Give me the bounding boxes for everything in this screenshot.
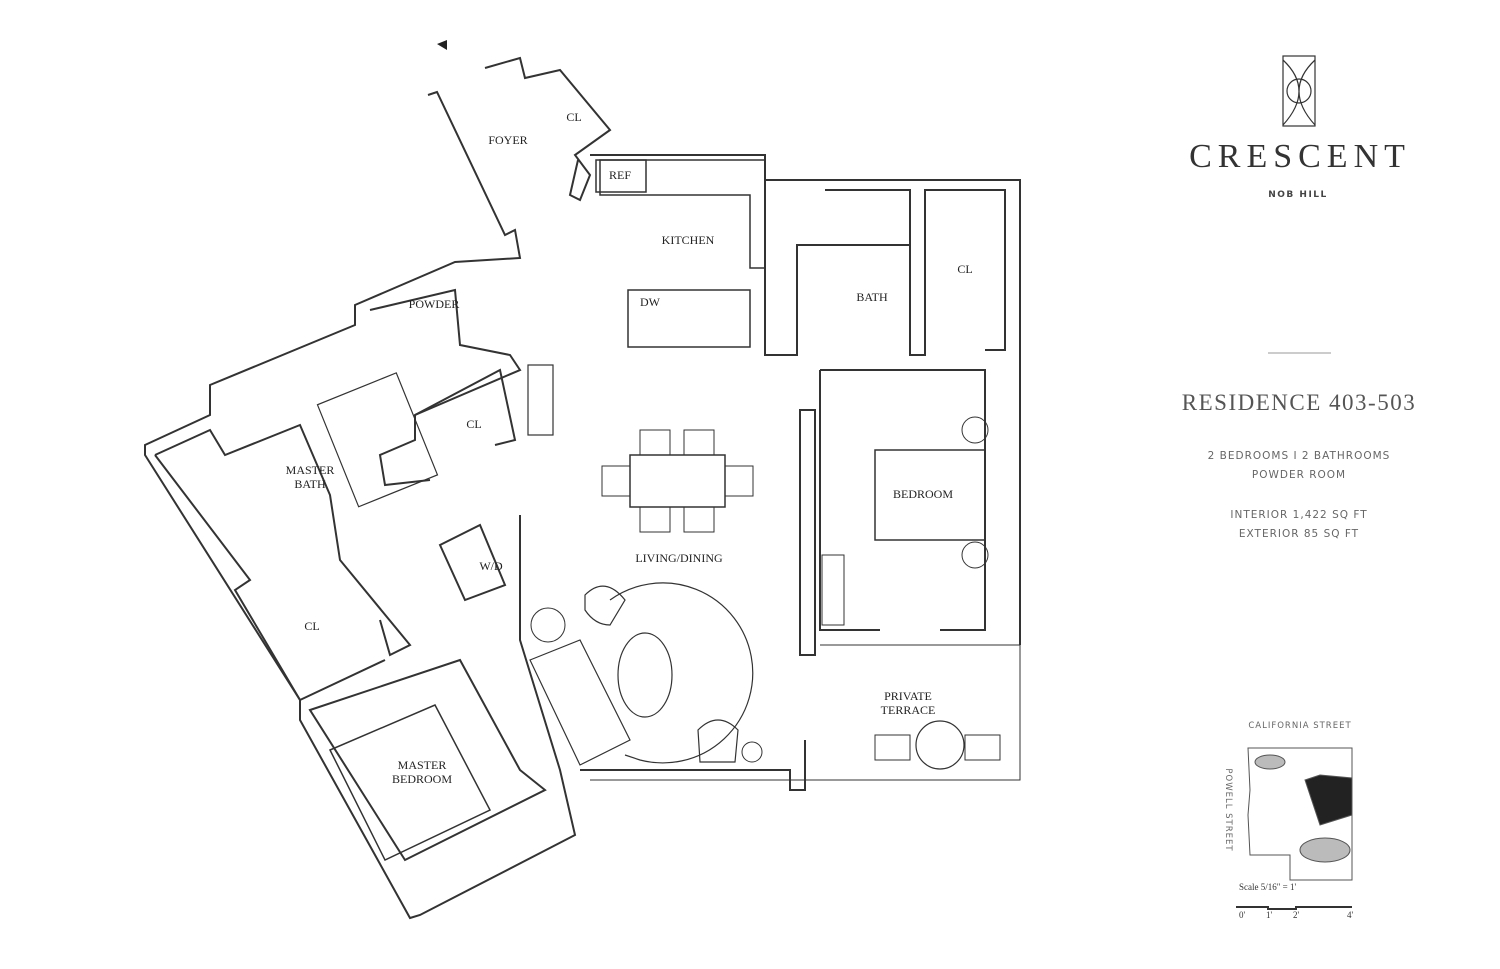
interior-wall bbox=[154, 454, 386, 702]
room-master-closet: CL bbox=[304, 619, 320, 633]
dining-table bbox=[629, 454, 726, 508]
room-dw: DW bbox=[640, 295, 660, 309]
master-bed bbox=[328, 704, 492, 861]
room-wd: W/D bbox=[479, 559, 503, 573]
interior-wall bbox=[414, 368, 517, 446]
scale-tick: 0' bbox=[1239, 910, 1246, 920]
room-master-bath: MASTER BATH bbox=[285, 463, 335, 491]
room-powder: POWDER bbox=[408, 297, 460, 311]
exterior-wall bbox=[580, 740, 806, 791]
street-top: CALIFORNIA STREET bbox=[1248, 721, 1352, 731]
street-left: POWELL STREET bbox=[1223, 768, 1233, 852]
area-line: EXTERIOR 85 SQ FT bbox=[1238, 528, 1360, 540]
entry-arrow-icon bbox=[437, 40, 447, 50]
terrace-edge bbox=[590, 644, 1021, 781]
brand-name: CRESCENT bbox=[1189, 138, 1411, 175]
scale-tick: 4' bbox=[1347, 910, 1354, 920]
bathtub bbox=[316, 372, 439, 508]
bed bbox=[874, 449, 986, 541]
room-kitchen: KITCHEN bbox=[661, 233, 715, 247]
interior-wall bbox=[369, 288, 522, 487]
residence-areas: INTERIOR 1,422 SQ FT EXTERIOR 85 SQ FT bbox=[1230, 506, 1367, 544]
kitchen-island bbox=[627, 289, 751, 348]
room-bedroom: BEDROOM bbox=[892, 487, 954, 501]
exterior-wall bbox=[144, 90, 577, 920]
exterior-wall bbox=[484, 56, 612, 202]
interior-wall bbox=[308, 658, 547, 862]
interior-wall bbox=[819, 370, 880, 631]
spec-line: POWDER ROOM bbox=[1251, 469, 1347, 481]
coffee-table bbox=[617, 632, 673, 718]
room-ref: REF bbox=[608, 168, 632, 182]
interior-wall bbox=[154, 423, 412, 657]
interior-wall bbox=[825, 189, 1006, 356]
interior-wall bbox=[764, 180, 910, 356]
room-terrace: PRIVATE TERRACE bbox=[880, 689, 936, 717]
interior-wall bbox=[799, 409, 816, 656]
room-bath-closet: CL bbox=[957, 262, 973, 276]
interior-wall bbox=[438, 523, 507, 602]
room-foyer: FOYER bbox=[488, 133, 528, 147]
area-line: INTERIOR 1,422 SQ FT bbox=[1230, 509, 1368, 521]
scale-tick: 1' bbox=[1266, 910, 1273, 920]
sofa bbox=[529, 639, 631, 766]
brand-subtitle: NOB HILL bbox=[1268, 190, 1328, 200]
residence-title: RESIDENCE 403-503 bbox=[1181, 390, 1417, 415]
exterior-wall bbox=[590, 154, 1021, 645]
room-master-bedroom: MASTER BEDROOM bbox=[391, 758, 452, 786]
spec-line: 2 BEDROOMS I 2 BATHROOMS bbox=[1207, 450, 1391, 462]
room-bath: BATH bbox=[856, 290, 888, 304]
crescent-logo bbox=[1282, 55, 1316, 127]
scale-tick: 2' bbox=[1293, 910, 1300, 920]
residence-specs: 2 BEDROOMS I 2 BATHROOMS POWDER ROOM bbox=[1208, 447, 1391, 485]
room-hall-closet: CL bbox=[466, 417, 482, 431]
round-rug bbox=[609, 582, 754, 764]
scale-label: Scale 5/16" = 1' bbox=[1239, 882, 1297, 892]
key-plan bbox=[1236, 747, 1353, 910]
room-living-dining: LIVING/DINING bbox=[635, 551, 723, 565]
refrigerator bbox=[595, 159, 647, 193]
kitchen-counter bbox=[599, 159, 766, 269]
armchair bbox=[697, 719, 739, 763]
armchair bbox=[584, 585, 626, 626]
room-foyer-closet: CL bbox=[566, 110, 582, 124]
